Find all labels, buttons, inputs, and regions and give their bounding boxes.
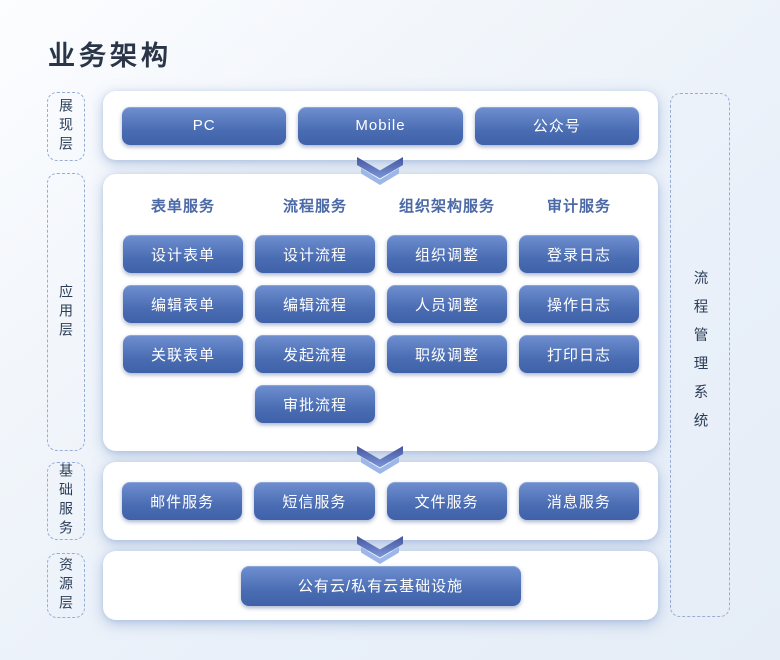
layer-label-application: 应用层 xyxy=(47,173,85,451)
node-pc: PC xyxy=(122,106,287,145)
node-rank-adjust: 职级调整 xyxy=(387,335,507,373)
column-process-service: 流程服务 设计流程 编辑流程 发起流程 审批流程 xyxy=(255,197,375,423)
node-login-log: 登录日志 xyxy=(519,235,639,273)
node-official-account: 公众号 xyxy=(474,106,639,145)
node-operation-log: 操作日志 xyxy=(519,285,639,323)
basic-services-panel: 邮件服务 短信服务 文件服务 消息服务 xyxy=(103,462,658,540)
column-audit-service: 审计服务 登录日志 操作日志 打印日志 xyxy=(519,197,639,423)
column-form-service: 表单服务 设计表单 编辑表单 关联表单 xyxy=(123,197,243,423)
layer-label-text: 资源层 xyxy=(58,557,74,614)
system-label-text: 流程管理系统 xyxy=(691,269,708,441)
node-mobile: Mobile xyxy=(298,106,463,145)
double-chevron-down-icon xyxy=(357,536,403,564)
column-header: 组织架构服务 xyxy=(398,198,495,215)
layer-label-text: 应用层 xyxy=(58,283,74,341)
node-approve-process: 审批流程 xyxy=(255,385,375,423)
layer-label-presentation: 展现层 xyxy=(47,92,85,161)
column-org-structure-service: 组织架构服务 组织调整 人员调整 职级调整 xyxy=(387,197,507,423)
column-header: 表单服务 xyxy=(150,198,215,215)
node-design-process: 设计流程 xyxy=(255,235,375,273)
layer-label-text: 展现层 xyxy=(58,98,74,155)
node-cloud-infrastructure: 公有云/私有云基础设施 xyxy=(240,565,521,606)
node-link-form: 关联表单 xyxy=(123,335,243,373)
double-chevron-down-icon xyxy=(357,446,403,474)
process-management-system-label: 流程管理系统 xyxy=(670,93,730,617)
layer-label-basic-services: 基础服务 xyxy=(47,462,85,540)
page-title: 业务架构 xyxy=(48,41,172,71)
node-org-adjust: 组织调整 xyxy=(387,235,507,273)
double-chevron-down-icon xyxy=(357,157,403,185)
node-edit-process: 编辑流程 xyxy=(255,285,375,323)
column-header: 流程服务 xyxy=(282,198,347,215)
node-mail-service: 邮件服务 xyxy=(122,482,243,520)
node-personnel-adjust: 人员调整 xyxy=(387,285,507,323)
node-print-log: 打印日志 xyxy=(519,335,639,373)
node-file-service: 文件服务 xyxy=(386,482,507,520)
column-header: 审计服务 xyxy=(546,198,611,215)
node-sms-service: 短信服务 xyxy=(254,482,375,520)
node-start-process: 发起流程 xyxy=(255,335,375,373)
layer-label-text: 基础服务 xyxy=(58,463,74,539)
application-layer-panel: 表单服务 设计表单 编辑表单 关联表单 流程服务 设计流程 编辑流程 发起流程 … xyxy=(103,174,658,451)
layer-label-resource: 资源层 xyxy=(47,553,85,618)
node-message-service: 消息服务 xyxy=(518,482,639,520)
presentation-layer-panel: PC Mobile 公众号 xyxy=(103,91,658,160)
node-edit-form: 编辑表单 xyxy=(123,285,243,323)
node-design-form: 设计表单 xyxy=(123,235,243,273)
